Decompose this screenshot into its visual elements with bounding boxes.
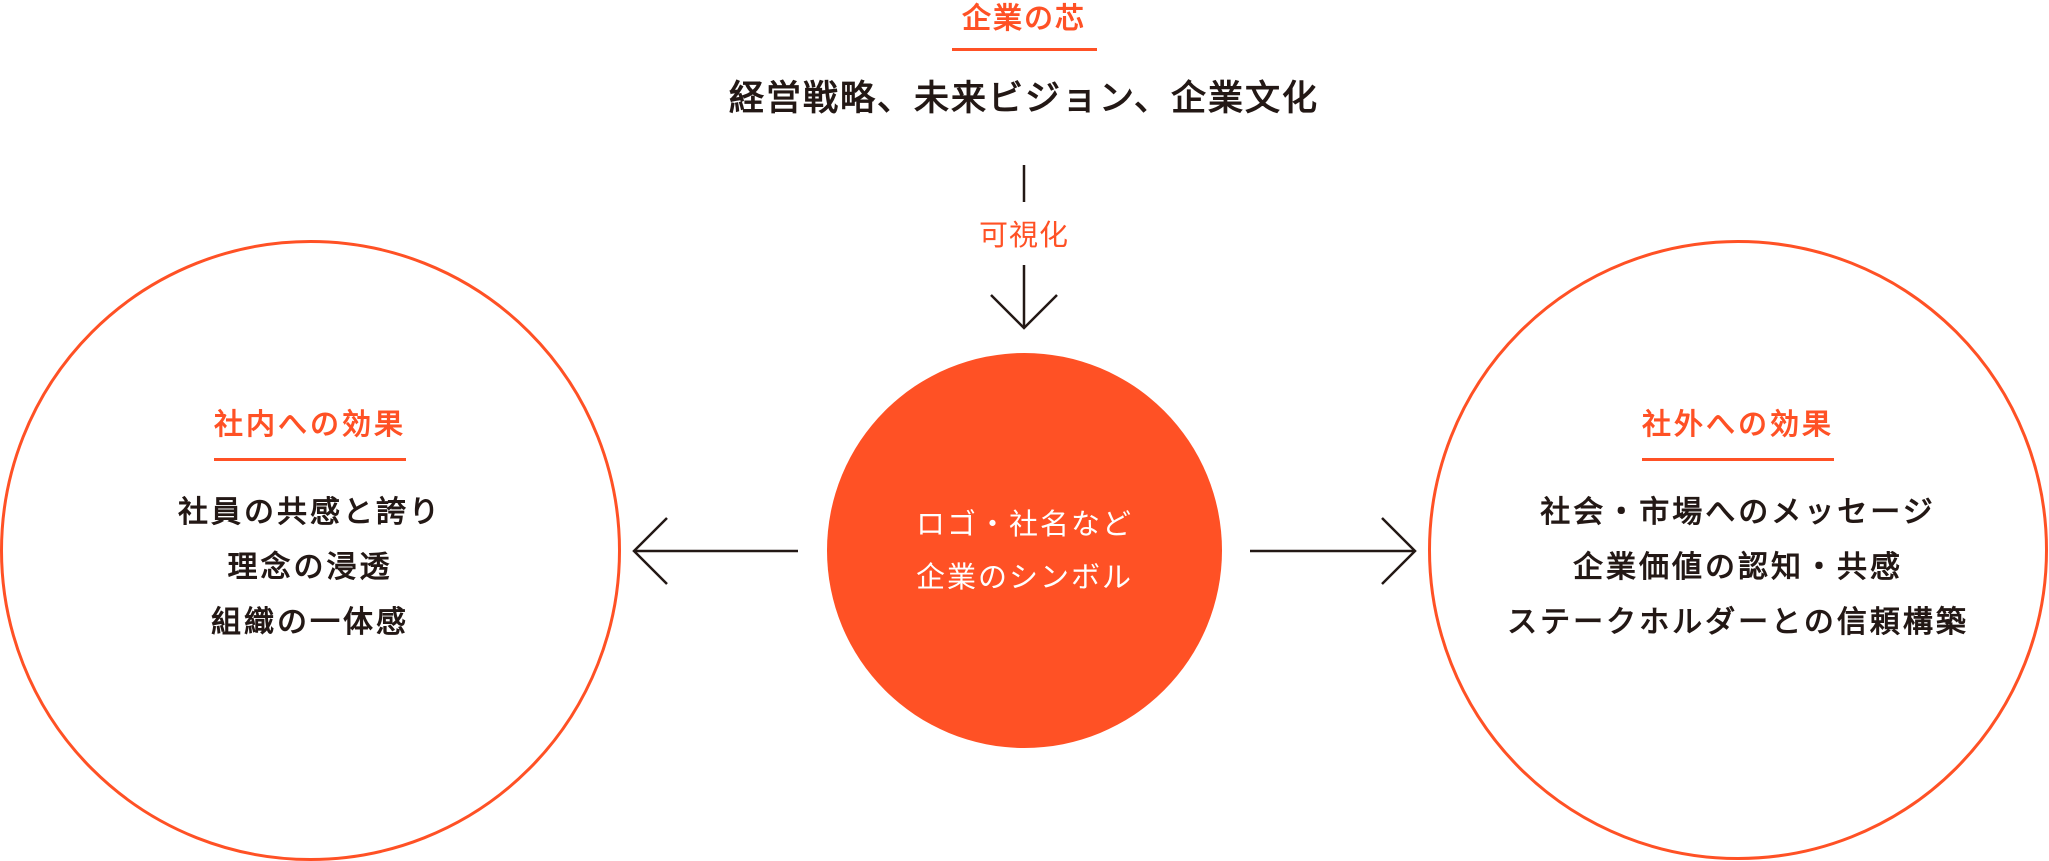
external-effect-item: 企業価値の認知・共感 xyxy=(1573,550,1903,585)
external-effect-item: ステークホルダーとの信頼構築 xyxy=(1507,605,1969,640)
arrow-down-icon xyxy=(990,265,1058,330)
corporate-symbol-circle xyxy=(827,353,1222,748)
visualize-label: 可視化 xyxy=(978,218,1069,252)
external-effects-circle xyxy=(1428,240,2048,860)
internal-effect-item: 社員の共感と誇り xyxy=(178,495,442,530)
internal-effects-heading: 社内への効果 xyxy=(213,404,406,461)
external-effects-content: 社外への効果 社会・市場へのメッセージ 企業価値の認知・共感 ステークホルダーと… xyxy=(1438,404,2038,650)
core-title-underline xyxy=(952,48,1097,51)
internal-effects-circle xyxy=(0,240,621,861)
external-effects-list: 社会・市場へのメッセージ 企業価値の認知・共感 ステークホルダーとの信頼構築 xyxy=(1438,485,2038,650)
internal-effects-content: 社内への効果 社員の共感と誇り 理念の浸透 組織の一体感 xyxy=(60,404,560,650)
symbol-line: 企業のシンボル xyxy=(915,560,1133,594)
internal-effect-item: 組織の一体感 xyxy=(211,605,409,640)
internal-effects-list: 社員の共感と誇り 理念の浸透 組織の一体感 xyxy=(60,485,560,650)
corporate-symbol-text: ロゴ・社名など 企業のシンボル xyxy=(827,498,1222,604)
arrow-left-icon xyxy=(632,517,798,585)
external-effect-item: 社会・市場へのメッセージ xyxy=(1540,495,1936,530)
core-description: 経営戦略、未来ビジョン、企業文化 xyxy=(729,79,1319,119)
external-effects-heading: 社外への効果 xyxy=(1641,404,1834,461)
core-title: 企業の芯 xyxy=(961,1,1086,35)
internal-effect-item: 理念の浸透 xyxy=(227,550,393,585)
arrow-right-icon xyxy=(1250,517,1417,585)
symbol-line: ロゴ・社名など xyxy=(915,507,1133,541)
